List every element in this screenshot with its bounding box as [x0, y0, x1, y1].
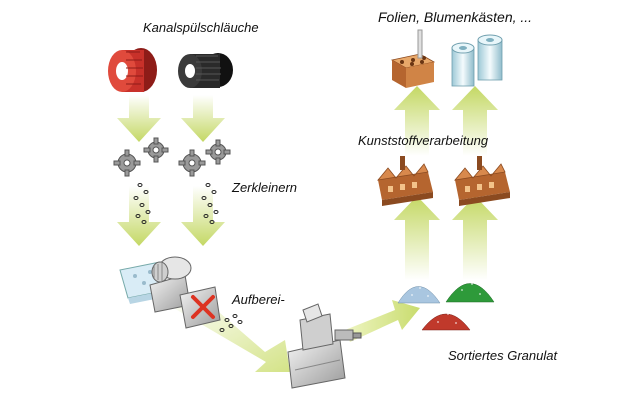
- products-label: Folien, Blumenkästen, ...: [378, 9, 533, 25]
- hoses-label: Kanalspülschläuche: [143, 20, 259, 35]
- processing-label: Kunststoffverarbeitung: [358, 133, 489, 148]
- granulate-red-pile: [421, 313, 471, 331]
- granulate-blue-pile: [397, 286, 441, 304]
- arrow-up-right-1: [452, 196, 498, 280]
- arrow-up-left-2: [394, 86, 440, 156]
- gear-icon: [113, 137, 231, 177]
- shred-label: Zerkleinern: [232, 180, 298, 195]
- shredded-particles: [133, 183, 243, 332]
- foil-rolls-icon: [451, 34, 503, 87]
- arrow-down-right-1: [181, 95, 225, 142]
- arrow-down-right-2: [181, 186, 225, 246]
- arrow-to-granulate: [345, 300, 420, 342]
- prep-label: Aufberei-: [232, 292, 285, 307]
- box-product-icon: [390, 29, 436, 88]
- shredder-fan-icon: [179, 286, 221, 329]
- arrow-down-left-2: [117, 186, 161, 246]
- black-hose-coil-icon: [178, 53, 233, 88]
- granulate-pile-icon: [397, 283, 495, 331]
- arrow-diagonal: [160, 300, 290, 372]
- granulate-label: Sortiertes Granulat: [448, 348, 558, 363]
- factory-icon: [377, 156, 510, 206]
- red-hose-coil-icon: [108, 48, 157, 92]
- extruder-machine-icon: [287, 303, 362, 389]
- drum-machine-icon: [149, 256, 192, 313]
- arrow-down-left-1: [117, 95, 161, 142]
- arrow-up-left-1: [394, 196, 440, 280]
- arrow-up-right-2: [452, 86, 498, 156]
- granulate-green-pile: [445, 283, 495, 303]
